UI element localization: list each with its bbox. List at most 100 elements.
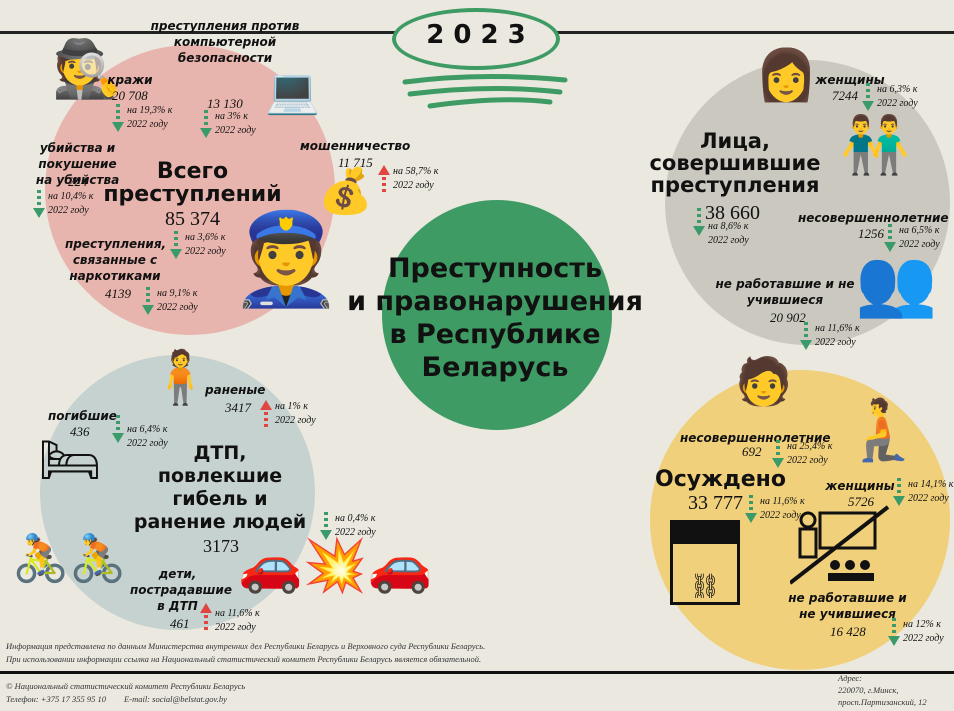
source-note: Информация представлена по данным Минист…: [6, 640, 485, 666]
change-text: на 12% к: [903, 619, 941, 630]
cyber-value: 13 130: [207, 96, 243, 111]
police-officer-icon: 👮: [230, 207, 343, 312]
change-year: 2022 году: [908, 493, 949, 504]
sitting-woman-icon: 🧎: [845, 395, 920, 465]
title-line: ранение людей: [133, 511, 307, 533]
dtp-title: ДТП, повлекшие гибель и ранение людей: [120, 442, 320, 534]
title-line: преступлений: [103, 182, 282, 208]
dtp-dead-value: 436: [70, 424, 90, 439]
title-line: гибель и: [172, 488, 268, 510]
change-text: на 25,4% к: [787, 441, 833, 452]
title-line: Преступность: [387, 253, 603, 284]
label-line: дети,: [158, 567, 197, 581]
convicted-minors-change: на 25,4% к 2022 году: [772, 440, 832, 470]
arrow-down-icon: [112, 104, 124, 134]
arrow-down-icon: [33, 190, 45, 220]
footer-left: © Национальный статистический комитет Ре…: [6, 680, 245, 706]
handcuffed-icon: ⛓: [670, 520, 740, 605]
year-ellipse: [392, 8, 560, 70]
crimes-circle: [45, 45, 335, 335]
change-text: на 0,4% к: [335, 513, 376, 524]
title-line: повлекшие: [157, 465, 283, 487]
dtp-dead-label: погибшие: [48, 409, 117, 423]
murders-change: на 10,4% к 2022 году: [33, 190, 93, 220]
persons-unemployed-value: 20 902: [770, 310, 806, 325]
thefts-value: 20 708: [112, 88, 148, 103]
convicted-minors-label: несовершеннолетние: [680, 431, 831, 445]
dtp-children-change: на 11,6% к 2022 году: [200, 603, 260, 635]
change-year: 2022 году: [185, 246, 226, 257]
persons-women-value: 7244: [832, 88, 858, 103]
dtp-injured-value: 3417: [225, 400, 251, 415]
persons-title: Лица, совершившие преступления: [640, 130, 830, 196]
change-text: на 11,6% к: [215, 608, 260, 619]
brush-strokes: [400, 72, 570, 112]
footer-address: Адрес: 220070, г.Минск, просп.Партизанск…: [838, 672, 927, 708]
convicted-women-label: женщины: [825, 479, 895, 493]
change-year: 2022 году: [48, 205, 89, 216]
title-line: преступления: [650, 173, 820, 198]
label-line: компьютерной: [173, 35, 277, 49]
label-line: не работавшие и не: [715, 277, 855, 291]
title-line: Лица,: [700, 129, 770, 153]
change-text: на 58,7% к: [393, 166, 439, 177]
change-year: 2022 году: [393, 180, 434, 191]
copyright: © Национальный статистический комитет Ре…: [6, 681, 246, 691]
title-line: и правонарушения: [347, 286, 643, 317]
change-year: 2022 году: [815, 337, 856, 348]
address-line: просп.Партизанский, 12: [838, 697, 927, 707]
change-text: на 3,6% к: [185, 232, 226, 243]
children-bicycles-icon: 🚴🚴: [12, 531, 127, 585]
change-text: на 10,4% к: [48, 191, 94, 202]
persons-minors-value: 1256: [858, 226, 884, 241]
arrow-down-icon: [884, 224, 896, 254]
title-line: Всего: [156, 159, 229, 184]
stretcher-icon: 🛏: [38, 431, 102, 489]
convicted-title: Осуждено: [655, 467, 786, 492]
main-title: Преступность и правонарушения в Республи…: [320, 252, 670, 384]
label-line: наркотиками: [69, 269, 161, 283]
change-text: на 11,6% к: [760, 496, 805, 507]
fraud-change: на 58,7% к 2022 году: [378, 165, 438, 195]
dtp-children-label: дети, пострадавшие в ДТП: [130, 566, 232, 614]
murders-value: 224: [68, 174, 88, 189]
arrow-up-icon: [200, 603, 212, 633]
change-year: 2022 году: [760, 510, 801, 521]
address-line: 220070, г.Минск,: [838, 685, 899, 695]
arrow-down-icon: [888, 618, 900, 648]
title-line: совершившие: [649, 151, 821, 176]
convicted-minors-value: 692: [742, 444, 762, 459]
change-text: на 6,4% к: [127, 424, 168, 435]
cyber-label: преступления против компьютерной безопас…: [150, 18, 300, 66]
persons-unemployed-label: не работавшие и не учившиеся: [715, 276, 855, 308]
change-year: 2022 году: [787, 455, 828, 466]
label-line: учившиеся: [746, 293, 824, 307]
label-line: не учившиеся: [799, 607, 896, 621]
change-year: 2022 году: [215, 622, 256, 633]
murders-label: убийства и покушение на убийства: [0, 140, 155, 188]
footer-rule: [0, 671, 954, 674]
label-line: преступления против: [150, 19, 300, 33]
crimes-total-change: на 3,6% к 2022 году: [170, 231, 226, 261]
title-line: в Республике: [389, 319, 601, 350]
title-line: ДТП,: [193, 442, 247, 464]
change-text: на 1% к: [275, 401, 308, 412]
thefts-label: кражи: [107, 73, 153, 87]
year: 2 0 2 3: [426, 20, 526, 50]
email-link[interactable]: E-mail: social@belstat.gov.by: [124, 694, 227, 704]
drugs-value: 4139: [105, 286, 131, 301]
change-text: на 14,1% к: [908, 479, 954, 490]
change-text: на 8,6% к: [708, 221, 749, 232]
crimes-title: Всего преступлений: [100, 160, 285, 206]
change-year: 2022 году: [215, 125, 256, 136]
change-text: на 6,3% к: [877, 84, 918, 95]
change-year: 2022 году: [335, 527, 376, 538]
convicted-women-change: на 14,1% к 2022 году: [893, 478, 953, 508]
